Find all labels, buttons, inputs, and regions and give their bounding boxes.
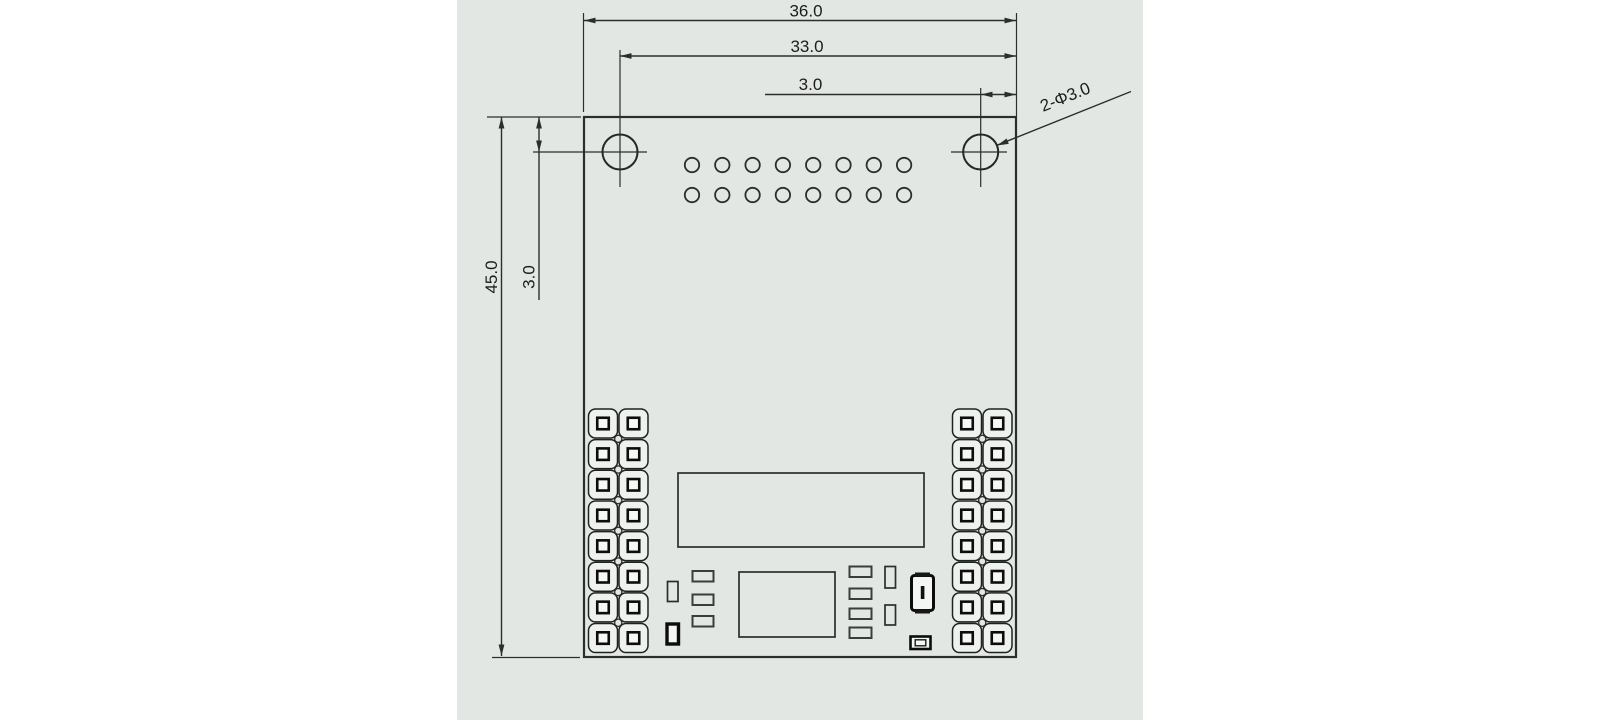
header-pin xyxy=(597,571,609,583)
pad-junction-hole xyxy=(615,466,622,473)
crystal-component xyxy=(912,573,934,614)
pad-junction-hole xyxy=(615,619,622,626)
header-pin xyxy=(628,510,640,522)
pad-junction-hole xyxy=(615,589,622,596)
header-pin xyxy=(992,448,1004,460)
header-pin xyxy=(961,418,973,430)
pad-junction-hole xyxy=(979,558,986,565)
header-pin xyxy=(961,479,973,491)
header-pin xyxy=(992,479,1004,491)
pad-junction-hole xyxy=(979,435,986,442)
header-pin xyxy=(628,448,640,460)
header-pin xyxy=(597,602,609,614)
header-pin xyxy=(992,632,1004,644)
header-pin xyxy=(961,632,973,644)
pad-junction-hole xyxy=(979,619,986,626)
header-pin xyxy=(597,448,609,460)
header-pin xyxy=(992,540,1004,552)
header-pin xyxy=(597,632,609,644)
header-pin xyxy=(992,602,1004,614)
header-pin xyxy=(961,510,973,522)
pad-junction-hole xyxy=(979,527,986,534)
header-pin xyxy=(597,540,609,552)
header-pin xyxy=(628,571,640,583)
header-pin xyxy=(628,602,640,614)
pad-junction-hole xyxy=(979,466,986,473)
header-pin xyxy=(961,448,973,460)
dim-3-left-label: 3.0 xyxy=(520,265,539,289)
header-pin xyxy=(597,510,609,522)
crystal-bottom-cap xyxy=(915,610,930,614)
header-pin xyxy=(992,571,1004,583)
crystal-top-cap xyxy=(915,573,930,577)
dim-33-label: 33.0 xyxy=(790,37,823,56)
header-pin xyxy=(628,479,640,491)
dim-board-width-label: 36.0 xyxy=(789,2,822,21)
header-pin xyxy=(961,602,973,614)
pad-junction-hole xyxy=(615,527,622,534)
pad-junction-hole xyxy=(615,558,622,565)
pad-junction-hole xyxy=(979,497,986,504)
drawing-sheet-background xyxy=(457,0,1143,720)
pad-junction-hole xyxy=(615,435,622,442)
header-pin xyxy=(628,540,640,552)
header-pin xyxy=(992,510,1004,522)
header-pin xyxy=(628,632,640,644)
chip-resistor-component xyxy=(911,637,931,650)
crystal-polarity-mark xyxy=(921,586,925,599)
header-pin xyxy=(961,540,973,552)
pad-junction-hole xyxy=(615,497,622,504)
chip-resistor-body xyxy=(911,637,931,650)
pad-junction-hole xyxy=(979,589,986,596)
header-pin xyxy=(992,418,1004,430)
dim-board-height-label: 45.0 xyxy=(482,260,501,293)
dim-3-top-label: 3.0 xyxy=(799,75,823,94)
left-polarized-component xyxy=(667,624,679,644)
header-pin xyxy=(961,571,973,583)
header-pin xyxy=(628,418,640,430)
header-pin xyxy=(597,418,609,430)
header-pin xyxy=(597,479,609,491)
